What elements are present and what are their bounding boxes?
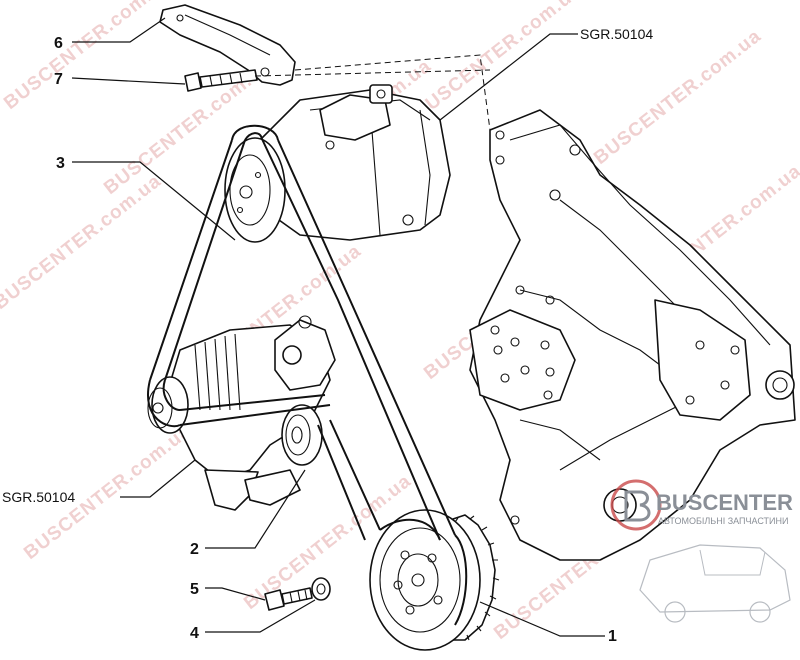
watermark: BUSCENTER.com.ua: [590, 26, 765, 169]
callout-4: 4: [190, 625, 199, 642]
logo-name: BUSCENTER: [656, 490, 793, 515]
crankshaft-pulley: [369, 509, 500, 651]
callout-2: 2: [190, 541, 199, 558]
drive-belts: [147, 124, 468, 626]
callout-7: 7: [54, 71, 63, 88]
reference-label-left: SGR.50104: [2, 489, 75, 505]
idler-pulley: [281, 404, 323, 466]
buscenter-logo: BUSCENTER АВТОМОБІЛЬНІ ЗАПЧАСТИНИ: [610, 479, 793, 623]
callout-1: 1: [608, 628, 617, 645]
van-silhouette: [639, 544, 791, 613]
tensioner-bracket: [159, 4, 296, 86]
van-window: [699, 549, 766, 576]
logo-tagline: АВТОМОБІЛЬНІ ЗАПЧАСТИНИ: [658, 516, 788, 526]
mounting-bracket: [469, 109, 796, 561]
watermark: BUSCENTER.com.ua: [0, 171, 165, 314]
watermark: BUSCENTER.com.ua: [410, 0, 585, 124]
belt-outer: [149, 139, 246, 381]
bolt-5: [264, 587, 313, 611]
callout-5: 5: [190, 581, 199, 598]
reference-label-top: SGR.50104: [580, 26, 653, 42]
bolt-7: [184, 69, 258, 92]
van-wheel-rear: [749, 601, 771, 623]
ac-compressor: [224, 84, 451, 243]
logo-mark: [624, 490, 651, 522]
van-wheel-front: [664, 601, 686, 623]
assembly-lines: [254, 54, 491, 131]
logo-ring: [610, 479, 662, 531]
washer-4: [311, 577, 331, 601]
callout-6: 6: [54, 35, 63, 52]
callout-3: 3: [56, 155, 65, 172]
leader-lines: [71, 17, 605, 637]
watermark: BUSCENTER.com.ua: [0, 0, 175, 114]
